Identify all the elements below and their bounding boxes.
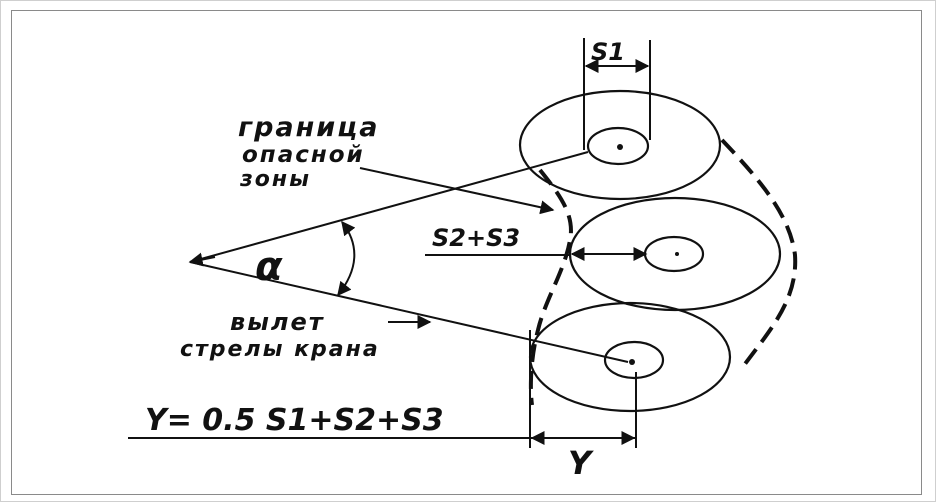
s2-s3-label: S2+S3 — [432, 224, 520, 252]
alpha-label: α — [255, 244, 283, 290]
s2-s3-dimension — [425, 247, 648, 261]
reach-label-line2: стрелы крана — [180, 337, 380, 362]
middle-inner-circle — [643, 235, 705, 273]
top-inner-circle — [586, 126, 650, 166]
danger-zone-boundary — [528, 138, 798, 406]
formula-label: Y= 0.5 S1+S2+S3 — [145, 403, 444, 438]
top-outer-circle — [518, 89, 722, 201]
s1-label: S1 — [591, 38, 625, 66]
angle-rays — [188, 151, 629, 363]
y-dimension — [128, 330, 637, 448]
s1-dimension — [583, 38, 651, 150]
y-label: Y — [568, 444, 594, 482]
zone-label-line2: опасной — [242, 142, 365, 168]
bottom-outer-circle — [528, 301, 732, 413]
reach-label-line1: вылет — [230, 308, 325, 336]
diagram-border — [11, 10, 922, 495]
zone-label-line1: граница — [238, 112, 379, 143]
zone-leader-arrow — [359, 167, 555, 215]
bottom-inner-circle — [603, 340, 665, 380]
zone-label-line3: зоны — [239, 167, 311, 192]
circle-centers — [617, 144, 679, 365]
